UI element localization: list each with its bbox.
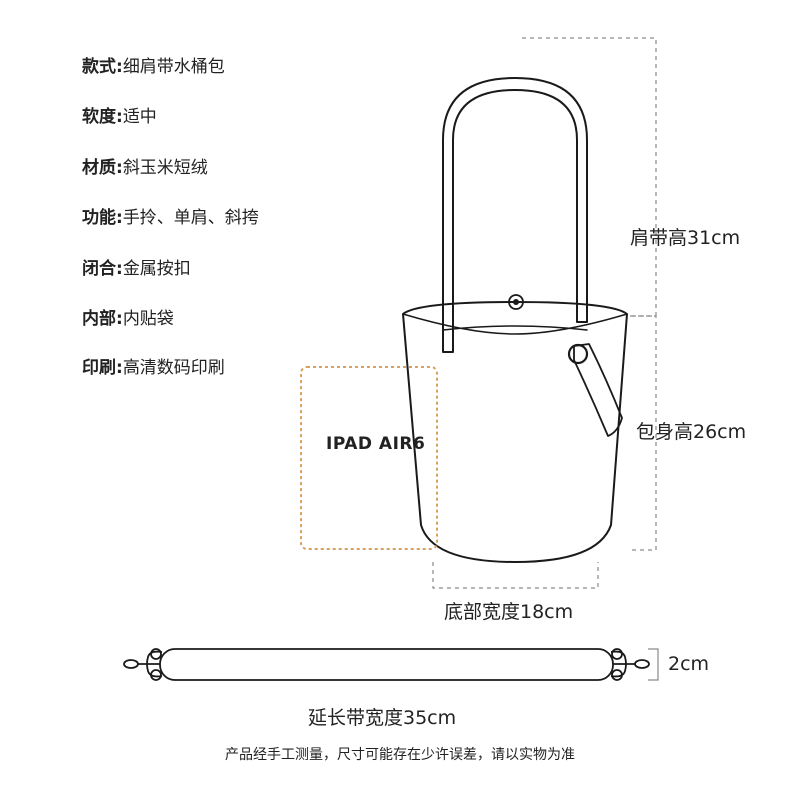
spec-row-printing: 印刷:高清数码印刷 <box>82 357 225 379</box>
spec-key: 印刷 <box>82 358 116 378</box>
spec-value: 金属按扣 <box>122 259 191 279</box>
spec-row-closure: 闭合:金属按扣 <box>82 258 191 280</box>
spec-key: 款式 <box>82 57 116 77</box>
spec-row-function: 功能:手拎、单肩、斜挎 <box>82 207 259 229</box>
strap-tab <box>573 343 623 437</box>
bottom-width-label: 底部宽度18cm <box>444 601 574 623</box>
spec-value: 手拎、单肩、斜挎 <box>122 208 259 228</box>
body-height-guide <box>628 315 657 551</box>
strap-width-label: 2cm <box>668 653 710 675</box>
strap-width-guide <box>648 648 659 681</box>
strap-height-guide <box>522 37 657 317</box>
spec-value: 高清数码印刷 <box>122 358 225 378</box>
spec-separator: : <box>116 208 123 228</box>
side-ring <box>567 343 589 365</box>
spec-separator: : <box>116 358 123 378</box>
measurement-disclaimer: 产品经手工测量，尺寸可能存在少许误差，请以实物为准 <box>225 747 575 763</box>
spec-row-style: 款式:细肩带水桶包 <box>82 56 225 78</box>
spec-value: 细肩带水桶包 <box>122 57 225 77</box>
extension-strap <box>123 648 650 681</box>
spec-value: 适中 <box>122 107 157 127</box>
spec-row-interior: 内部:内贴袋 <box>82 308 174 330</box>
spec-key: 材质 <box>82 158 116 178</box>
spec-separator: : <box>116 107 123 127</box>
ipad-outline <box>300 366 438 550</box>
spec-separator: : <box>116 57 123 77</box>
spec-key: 功能 <box>82 208 116 228</box>
spec-value: 内贴袋 <box>122 309 174 329</box>
spec-separator: : <box>116 309 123 329</box>
spec-separator: : <box>116 158 123 178</box>
body-height-label: 包身高26cm <box>636 421 747 443</box>
spec-row-material: 材质:斜玉米短绒 <box>82 157 208 179</box>
spec-row-softness: 软度:适中 <box>82 106 157 128</box>
bottom-width-guide <box>432 562 599 589</box>
spec-value: 斜玉米短绒 <box>122 158 208 178</box>
bag-body <box>402 301 628 563</box>
bag-inner-line <box>442 325 588 331</box>
extension-strap-width-label: 延长带宽度35cm <box>308 707 457 729</box>
spec-key: 软度 <box>82 107 116 127</box>
bag-rim <box>402 313 628 335</box>
spec-key: 内部 <box>82 309 116 329</box>
spec-key: 闭合 <box>82 259 116 279</box>
strap-height-label: 肩带高31cm <box>630 227 741 249</box>
snap-button <box>508 294 524 310</box>
spec-separator: : <box>116 259 123 279</box>
ipad-label: IPAD AIR6 <box>326 434 426 454</box>
shoulder-strap <box>442 77 588 353</box>
